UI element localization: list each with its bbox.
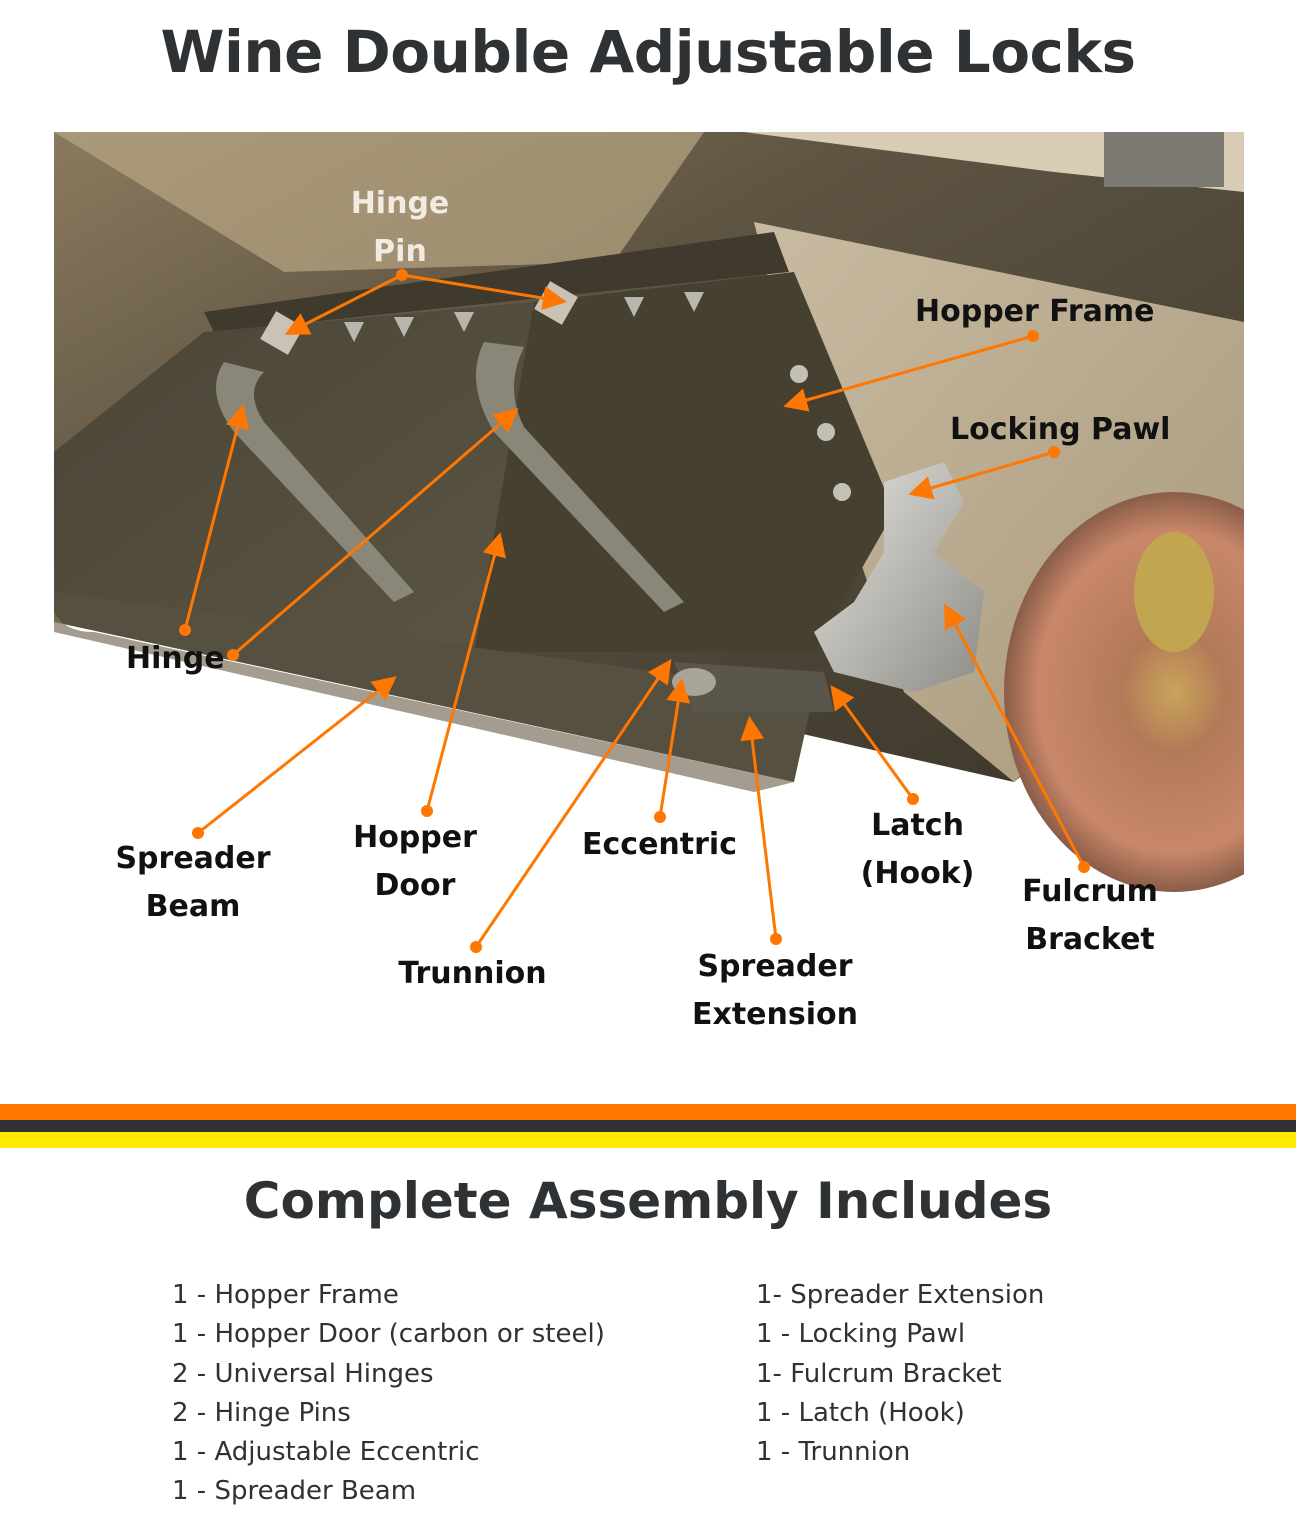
color-stripe-divider <box>0 1104 1296 1148</box>
label-spreader-beam: Spreader Beam <box>103 835 283 931</box>
page-title: Wine Double Adjustable Locks <box>160 18 1136 86</box>
list-item: 1 - Hopper Door (carbon or steel) <box>172 1319 605 1350</box>
list-item: 1- Spreader Extension <box>756 1280 1045 1310</box>
label-line: Latch <box>871 808 964 843</box>
label-line: Hinge <box>126 641 225 676</box>
label-line: Bracket <box>1025 922 1155 957</box>
label-line: Pin <box>373 234 427 269</box>
label-hopper-frame: Hopper Frame <box>915 288 1165 336</box>
list-item: 1 - Adjustable Eccentric <box>172 1437 480 1468</box>
dark-stripe <box>0 1120 1296 1132</box>
list-item: 1 - Trunnion <box>756 1437 911 1468</box>
parts-list-left: 1 - Hopper Frame 1 - Hopper Door (carbon… <box>172 1276 605 1512</box>
list-item: 2 - Hinge Pins <box>172 1397 351 1428</box>
label-hopper-door: Hopper Door <box>340 814 490 910</box>
orange-stripe <box>0 1104 1296 1120</box>
label-line: Eccentric <box>582 827 737 862</box>
label-line: Door <box>374 868 456 903</box>
list-item: 1 - Spreader Beam <box>172 1476 417 1507</box>
label-fulcrum-bracket: Fulcrum Bracket <box>1005 868 1175 964</box>
yellow-stripe <box>0 1132 1296 1148</box>
list-item: 1- Fulcrum Bracket <box>756 1358 1002 1389</box>
label-line: Spreader <box>115 841 271 876</box>
label-hinge-pin: Hinge Pin <box>330 180 470 276</box>
list-item: 1 - Hopper Frame <box>172 1280 399 1310</box>
label-line: (Hook) <box>860 856 975 891</box>
label-line: Hopper <box>353 820 477 855</box>
label-hinge: Hinge <box>126 635 236 683</box>
assembly-heading: Complete Assembly Includes <box>243 1172 1053 1230</box>
label-line: Hopper Frame <box>915 294 1155 329</box>
label-line: Beam <box>145 889 241 924</box>
label-spreader-extension: Spreader Extension <box>680 943 870 1039</box>
label-line: Fulcrum <box>1022 874 1158 909</box>
label-latch-hook: Latch (Hook) <box>850 802 985 898</box>
label-locking-pawl: Locking Pawl <box>950 406 1180 454</box>
label-eccentric: Eccentric <box>572 821 747 869</box>
label-line: Extension <box>692 997 858 1032</box>
label-line: Hinge <box>350 186 450 221</box>
label-line: Spreader <box>697 949 853 984</box>
label-line: Locking Pawl <box>950 412 1171 447</box>
label-trunnion: Trunnion <box>385 950 560 998</box>
list-item: 1 - Latch (Hook) <box>756 1397 965 1428</box>
list-item: 2 - Universal Hinges <box>172 1358 434 1389</box>
parts-list-right: 1- Spreader Extension 1 - Locking Pawl 1… <box>756 1276 1044 1472</box>
list-item: 1 - Locking Pawl <box>756 1319 966 1350</box>
label-line: Trunnion <box>398 956 547 991</box>
